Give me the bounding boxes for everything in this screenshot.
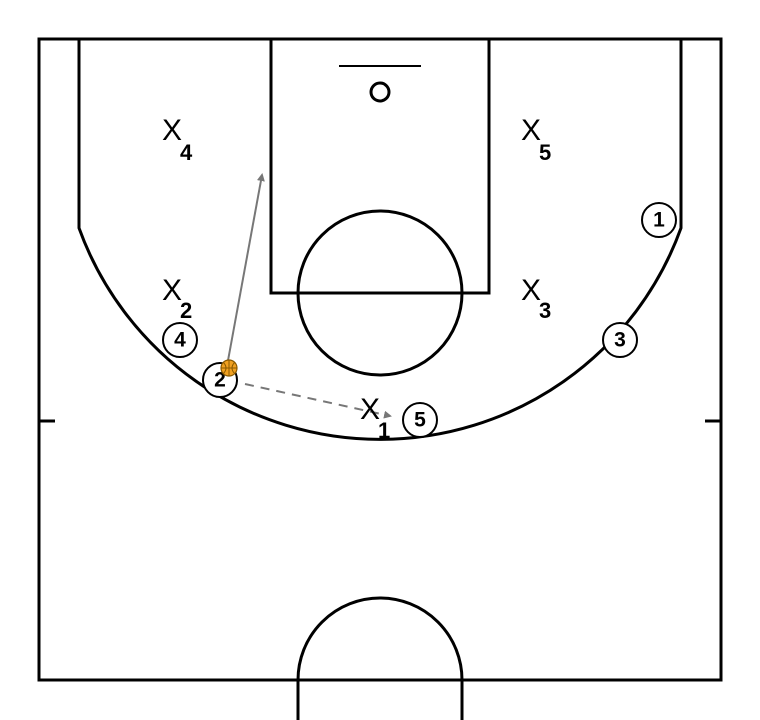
defender-number: 4 [180, 140, 193, 165]
free-throw-circle [296, 209, 464, 377]
hoop [369, 81, 391, 103]
defender-x3: X 3 [521, 274, 551, 323]
defender-x2: X 2 [162, 274, 192, 323]
offense-player-4: 4 [162, 322, 198, 358]
pass-arrow [244, 383, 392, 419]
defender-number: 1 [378, 418, 390, 443]
basketball-icon [220, 359, 238, 377]
player-number: 5 [414, 409, 426, 432]
defender-number: 3 [539, 298, 551, 323]
cut-arrow [226, 173, 265, 367]
player-circle [641, 202, 677, 238]
player-circle [602, 322, 638, 358]
player-circle [402, 402, 438, 438]
defender-symbol: X [521, 274, 541, 307]
defender-symbol: X [162, 274, 182, 307]
player-number: 2 [214, 369, 226, 392]
player-circle [162, 322, 198, 358]
player-number: 3 [614, 329, 626, 352]
offense-player-3: 3 [602, 322, 638, 358]
court-lines [37, 37, 723, 720]
defender-symbol: X [521, 114, 541, 147]
defender-x1: X 1 [360, 393, 390, 443]
defender-number: 5 [539, 140, 551, 165]
action-arrows [226, 173, 392, 419]
player-number: 4 [174, 329, 186, 352]
defender-x4: X 4 [162, 114, 193, 165]
free-throw-lane [269, 37, 491, 295]
defender-symbol: X [360, 393, 380, 426]
offense-player-5: 5 [402, 402, 438, 438]
player-number: 1 [653, 209, 665, 232]
court-boundary [37, 37, 723, 682]
center-circle [296, 596, 464, 720]
defender-symbol: X [162, 114, 182, 147]
three-point-line [77, 39, 683, 441]
defender-number: 2 [180, 298, 192, 323]
defender-x5: X 5 [521, 114, 551, 165]
offense-player-1: 1 [641, 202, 677, 238]
